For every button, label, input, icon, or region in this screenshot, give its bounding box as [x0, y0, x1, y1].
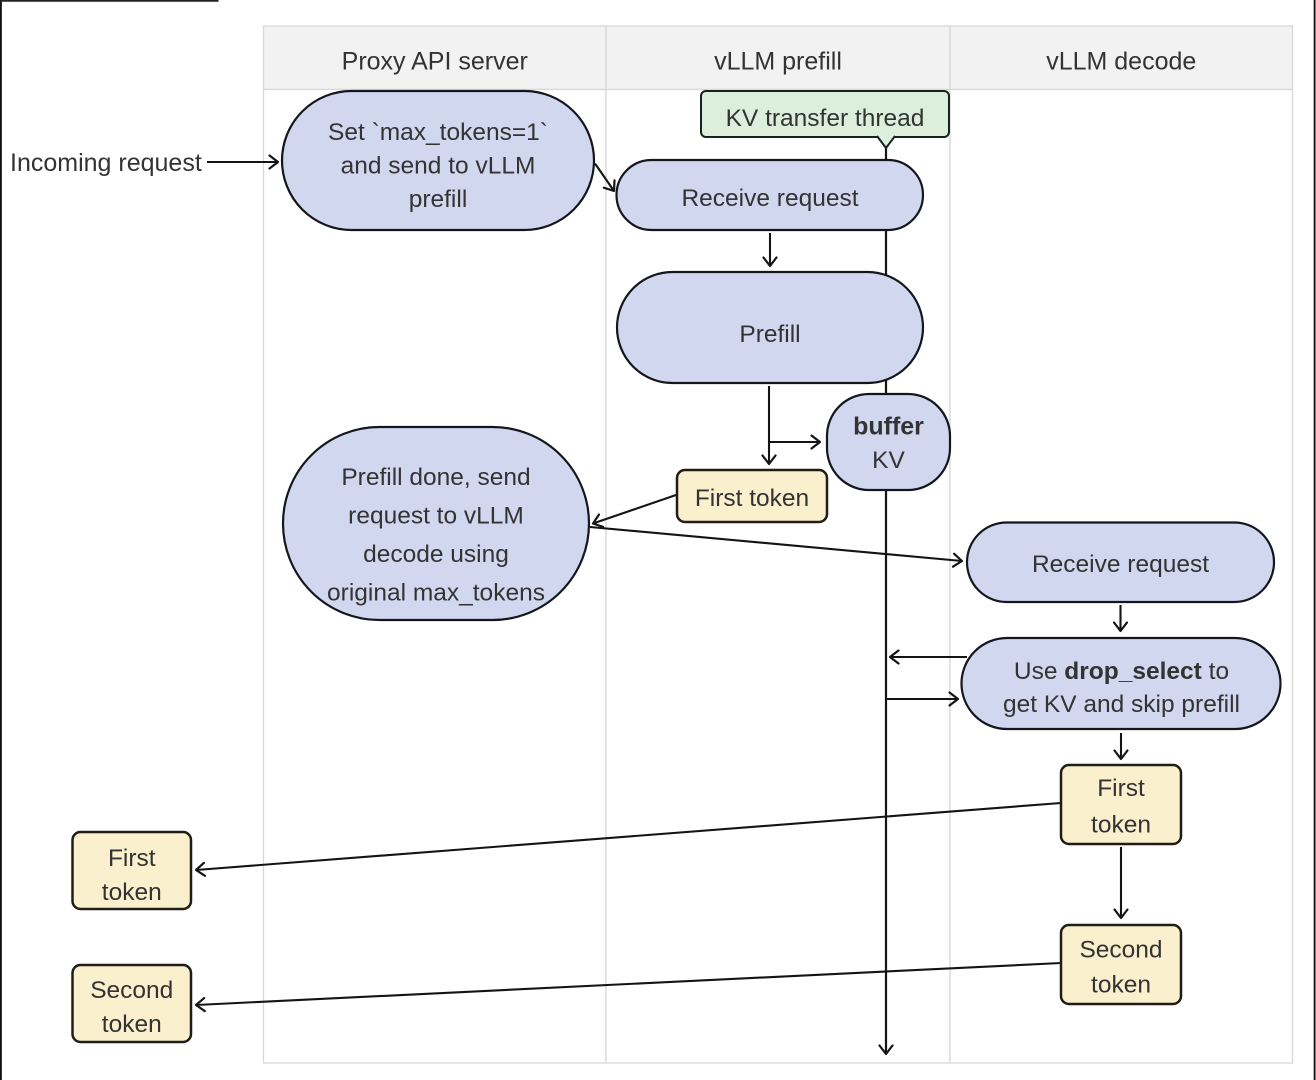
svg-text:get KV and skip prefill: get KV and skip prefill: [1003, 691, 1240, 718]
svg-text:token: token: [1091, 812, 1151, 839]
svg-text:Prefill: Prefill: [739, 321, 800, 348]
svg-text:Proxy API server: Proxy API server: [342, 48, 528, 76]
svg-text:token: token: [102, 1011, 162, 1038]
svg-text:Receive request: Receive request: [1032, 551, 1209, 578]
svg-text:vLLM prefill: vLLM prefill: [714, 48, 842, 76]
svg-text:buffer: buffer: [853, 413, 924, 441]
svg-text:request to vLLM: request to vLLM: [348, 503, 524, 530]
svg-text:First: First: [1097, 775, 1145, 802]
svg-text:Second: Second: [1079, 937, 1162, 964]
svg-text:Prefill done, send: Prefill done, send: [341, 464, 530, 491]
svg-text:prefill: prefill: [409, 186, 468, 213]
svg-text:and send to vLLM: and send to vLLM: [341, 153, 536, 180]
svg-text:token: token: [102, 879, 162, 906]
svg-text:Set `max_tokens=1`: Set `max_tokens=1`: [328, 119, 548, 146]
svg-text:First token: First token: [695, 485, 809, 512]
svg-text:KV transfer thread: KV transfer thread: [726, 105, 925, 132]
svg-text:decode using: decode using: [363, 541, 509, 568]
svg-text:Incoming request: Incoming request: [10, 149, 202, 177]
svg-text:token: token: [1091, 972, 1151, 999]
svg-text:vLLM decode: vLLM decode: [1046, 48, 1196, 76]
svg-text:Receive request: Receive request: [681, 185, 858, 212]
svg-text:Second: Second: [90, 977, 173, 1004]
svg-text:original max_tokens: original max_tokens: [327, 580, 545, 607]
svg-text:Use drop_select to: Use drop_select to: [1014, 658, 1229, 685]
svg-text:KV: KV: [872, 447, 905, 474]
svg-text:First: First: [108, 845, 156, 872]
